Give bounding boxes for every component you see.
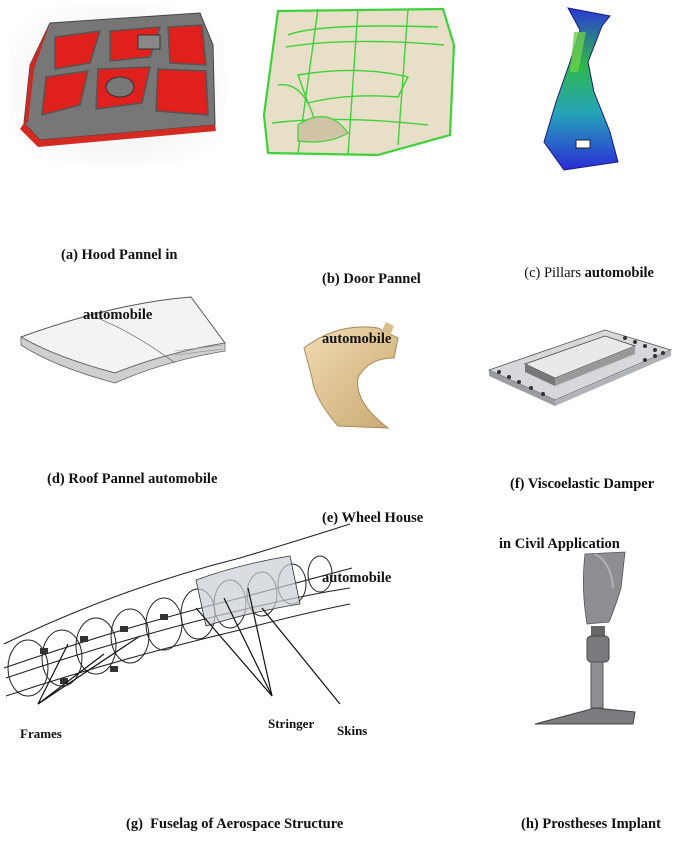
caption-hood-line1: (a) Hood Pannel in bbox=[61, 247, 178, 263]
caption-wheel-house: (e) Wheel House automobile bbox=[322, 468, 423, 608]
fuselage-image bbox=[3, 523, 353, 705]
caption-roof-panel: (d) Roof Pannel automobile bbox=[47, 429, 217, 509]
caption-roof-line1: (d) Roof Pannel automobile bbox=[47, 471, 218, 487]
caption-hood-line2: automobile bbox=[83, 307, 153, 323]
caption-viscoelastic-damper: (f) Viscoelastic Damper in Civil Applica… bbox=[499, 434, 654, 574]
viscoelastic-damper-image bbox=[487, 329, 673, 406]
roof-panel-image bbox=[19, 296, 226, 384]
caption-fuselage: (g) Fuselag of Aerospace Structure bbox=[126, 774, 343, 854]
prosthesis-image bbox=[534, 551, 636, 725]
caption-hood-panel: (a) Hood Pannel in automobile bbox=[61, 205, 177, 345]
frames-label: Frames bbox=[20, 726, 62, 741]
pillar-image bbox=[543, 7, 619, 171]
skins-label: Skins bbox=[337, 723, 368, 738]
caption-wheel-line2: automobile bbox=[322, 570, 392, 586]
wheel-house-image bbox=[303, 322, 399, 429]
caption-damper-line2: in Civil Application bbox=[499, 536, 620, 552]
caption-damper-line1: (f) Viscoelastic Damper bbox=[510, 476, 655, 492]
hood-panel-image bbox=[10, 5, 225, 165]
caption-prostheses-line1: (h) Prostheses Implant bbox=[521, 816, 661, 832]
caption-pillars-prefix: (c) Pillars bbox=[524, 265, 585, 281]
caption-prostheses: (h) Prostheses Implant bbox=[521, 774, 661, 854]
caption-door-panel: (b) Door Pannel automobile bbox=[322, 229, 421, 369]
caption-door-line2: automobile bbox=[322, 331, 392, 347]
door-panel-image bbox=[262, 7, 456, 157]
caption-pillars-suffix: automobile bbox=[584, 265, 654, 281]
stringer-label: Stringer bbox=[268, 716, 315, 731]
caption-door-line1: (b) Door Pannel bbox=[322, 271, 421, 287]
caption-pillars: (c) Pillars automobile bbox=[517, 243, 654, 283]
caption-wheel-line1: (e) Wheel House bbox=[322, 510, 424, 526]
caption-fuselage-line1: (g) Fuselag of Aerospace Structure bbox=[126, 816, 344, 832]
